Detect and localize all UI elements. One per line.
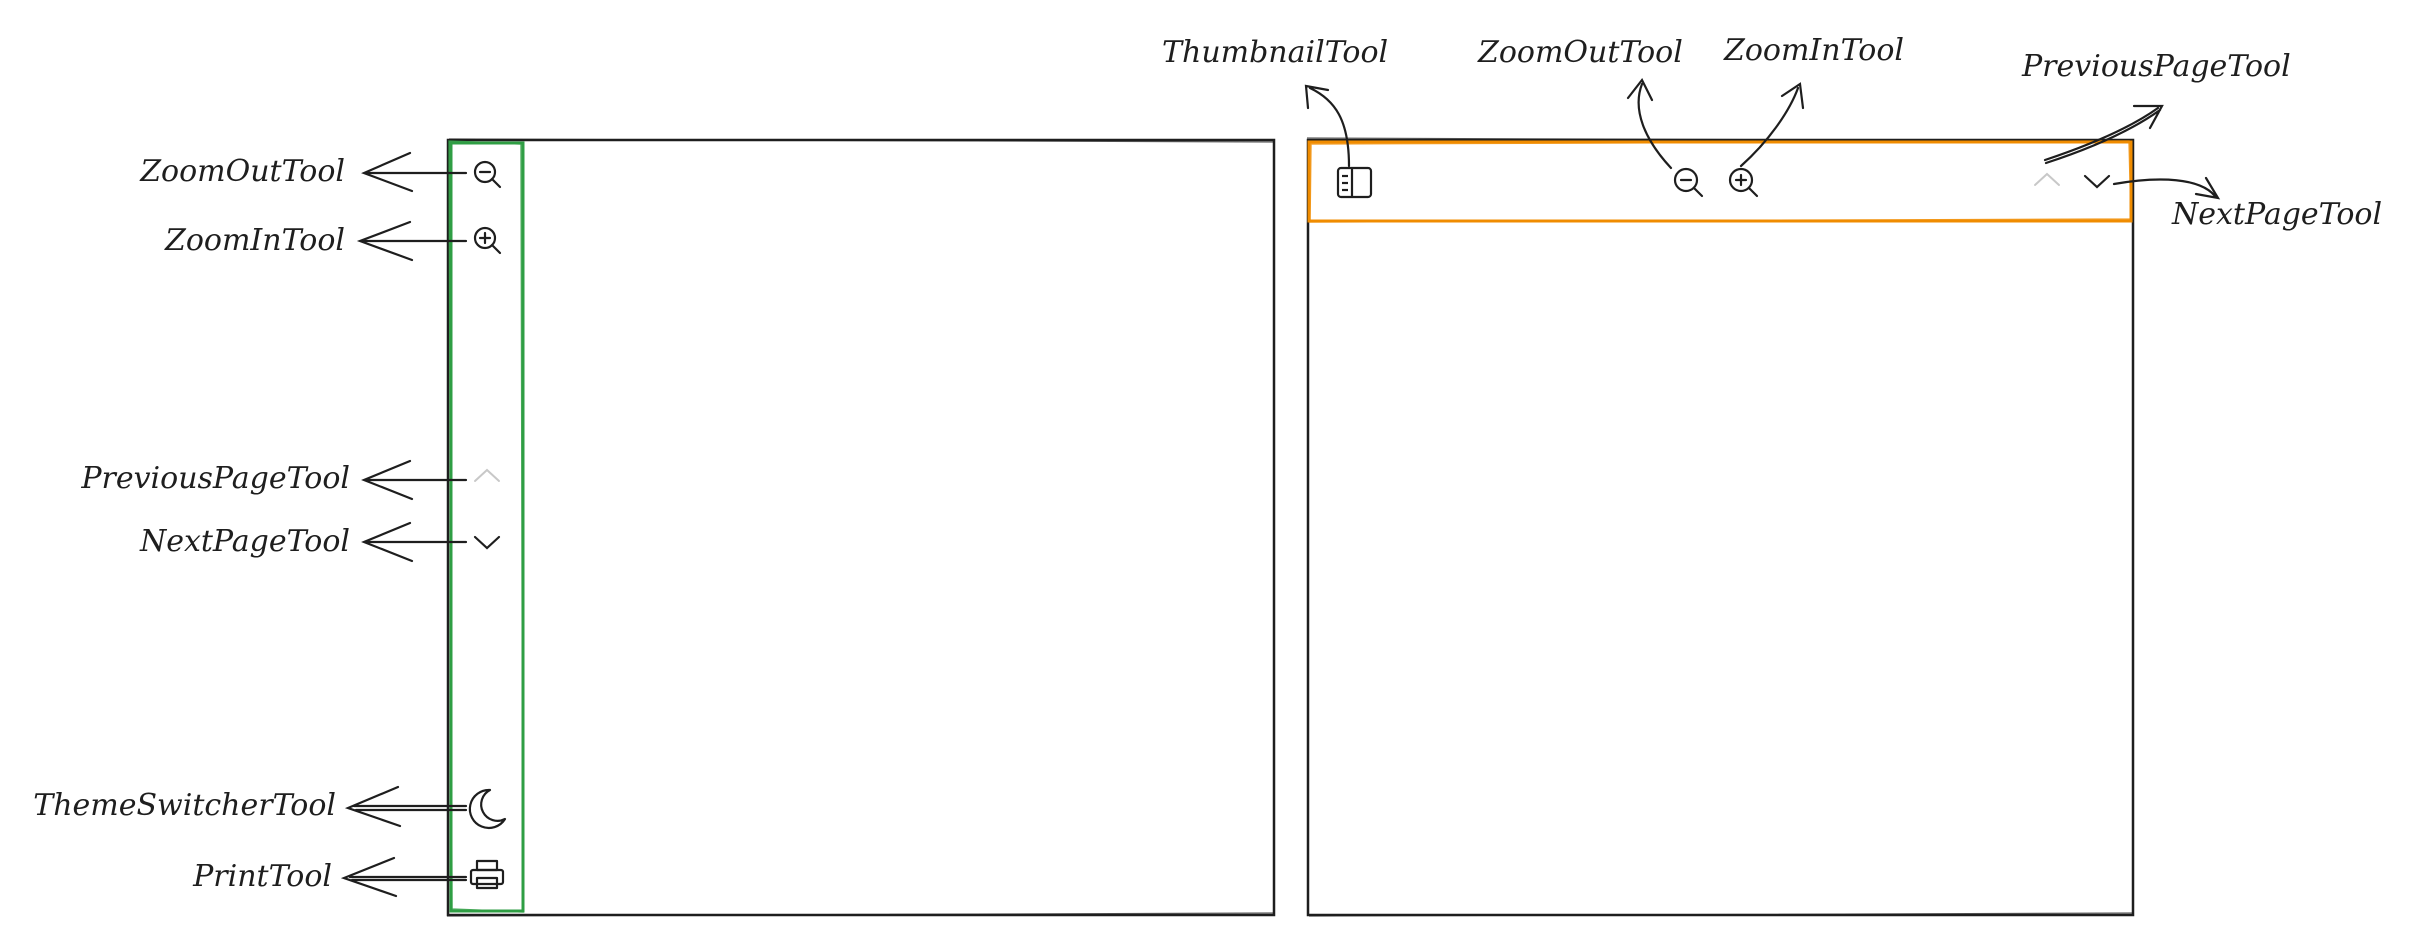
left-label-zoom-out: ZoomOutTool [140, 154, 345, 189]
right-label-previous-page: PreviousPageTool [2022, 49, 2291, 84]
left-label-theme-switcher: ThemeSwitcherTool [33, 788, 336, 823]
left-viewer-frame [446, 138, 1276, 917]
zoom-out-icon[interactable] [1673, 167, 1704, 198]
zoom-out-icon[interactable] [473, 160, 502, 189]
vertical-toolbar [449, 141, 525, 913]
left-label-previous-page: PreviousPageTool [81, 461, 350, 496]
horizontal-toolbar [1307, 140, 2133, 223]
left-label-next-page: NextPageTool [139, 524, 350, 559]
chevron-down-icon[interactable] [473, 535, 501, 550]
left-viewer [340, 138, 1276, 917]
chevron-up-icon[interactable] [474, 468, 500, 482]
moon-icon[interactable] [468, 788, 507, 829]
right-label-zoom-out: ZoomOutTool [1478, 35, 1683, 70]
sidebar-icon[interactable] [1336, 166, 1373, 199]
left-label-print: PrintTool [193, 859, 332, 894]
zoom-in-icon[interactable] [473, 226, 502, 255]
zoom-in-icon[interactable] [1728, 167, 1759, 198]
chevron-down-icon[interactable] [2083, 174, 2111, 189]
right-label-thumbnail: ThumbnailTool [1162, 35, 1389, 70]
right-label-zoom-in: ZoomInTool [1724, 33, 1904, 68]
left-label-zoom-in: ZoomInTool [165, 223, 345, 258]
right-viewer [1304, 77, 2221, 917]
right-viewer-frame [1306, 138, 2135, 917]
chevron-up-icon[interactable] [2034, 172, 2060, 186]
left-annotation-arrows [340, 151, 468, 898]
right-label-next-page: NextPageTool [2172, 197, 2383, 232]
right-annotation-arrows [1304, 77, 2221, 200]
printer-icon[interactable] [469, 859, 505, 890]
